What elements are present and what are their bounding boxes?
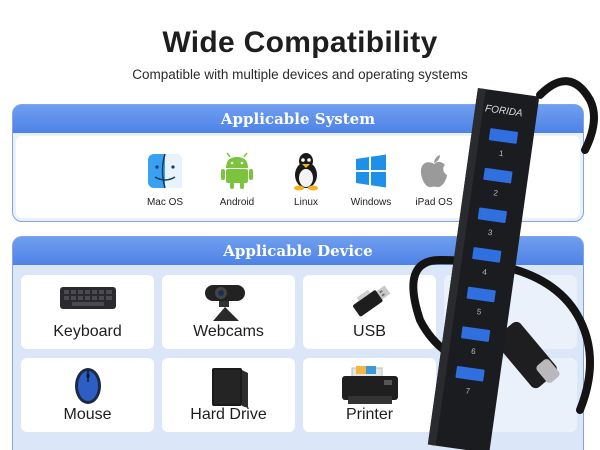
linux-penguin-icon (294, 153, 318, 191)
port-number: 6 (471, 347, 477, 357)
port-number: 2 (493, 188, 499, 198)
os-label: Mac OS (146, 197, 184, 208)
os-item-windows: Windows (336, 151, 406, 208)
usb-port (461, 326, 491, 342)
windows-icon (356, 154, 386, 188)
android-icon (221, 152, 253, 189)
device-card-mouse: Mouse (21, 358, 154, 432)
port-number: 5 (476, 307, 482, 317)
port-number: 4 (482, 267, 488, 277)
os-item-macos: Mac OS (130, 151, 200, 208)
port-number: 1 (498, 149, 504, 159)
page-title: Wide Compatibility (162, 26, 438, 59)
page-subtitle: Compatible with multiple devices and ope… (132, 67, 468, 82)
device-label: Keyboard (53, 323, 122, 340)
usb-port (477, 207, 507, 224)
os-item-linux: Linux (271, 151, 341, 208)
finder-icon (148, 153, 182, 189)
device-label: Mouse (63, 406, 112, 423)
keyboard-icon (59, 287, 116, 309)
device-card-webcams: Webcams (162, 275, 295, 349)
os-item-ipados: iPad OS (399, 151, 469, 208)
usb-port (466, 286, 496, 303)
usb-drive-icon (352, 285, 390, 317)
os-label: Windows (350, 197, 392, 208)
hub-brand: FORIDA (484, 103, 523, 119)
device-label: USB (353, 323, 386, 340)
device-card-hard-drive: Hard Drive (162, 358, 295, 432)
printer-icon (341, 366, 398, 404)
usb-port (472, 247, 502, 263)
webcam-icon (204, 285, 245, 321)
port-number: 3 (487, 228, 493, 238)
device-label: Webcams (193, 323, 264, 340)
device-label: Printer (345, 406, 394, 423)
os-label: Android (219, 197, 255, 208)
device-label: Hard Drive (190, 406, 267, 423)
hub-ports: 1 2 3 4 5 6 7 (455, 128, 519, 396)
usb-port (483, 167, 513, 184)
usb-hub-product-image: FORIDA 1 2 3 4 5 6 7 (409, 77, 598, 450)
mouse-icon (74, 368, 101, 404)
os-item-android: Android (202, 151, 272, 208)
usb-c-plug-icon (494, 321, 560, 389)
device-card-keyboard: Keyboard (21, 275, 154, 349)
hard-drive-icon (211, 368, 248, 408)
os-label: Linux (294, 197, 318, 208)
usb-port (455, 365, 485, 382)
os-label: iPad OS (415, 197, 453, 208)
device-card-printer: Printer (303, 358, 436, 432)
port-number: 7 (465, 386, 471, 396)
usb-port (488, 128, 519, 144)
apple-icon (420, 155, 447, 188)
